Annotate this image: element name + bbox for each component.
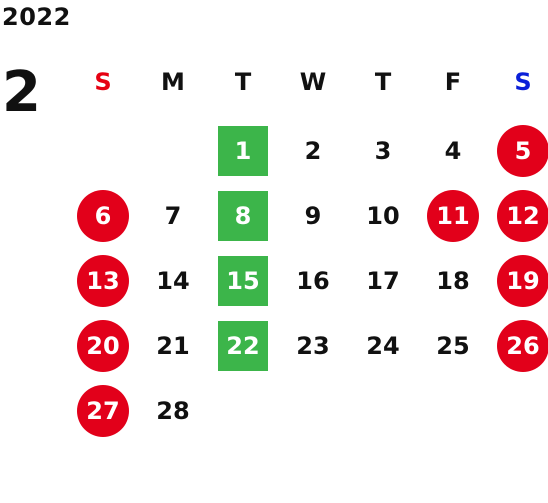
calendar-day[interactable]: 12	[488, 183, 548, 248]
day-number: 22	[218, 320, 268, 371]
day-number: 2	[304, 136, 322, 165]
calendar-day[interactable]: 8	[208, 183, 278, 248]
weekday-sunday: S	[94, 68, 112, 96]
day-number: 17	[366, 266, 400, 295]
day-number: 26	[497, 319, 548, 372]
day-number: 7	[164, 201, 182, 230]
day-number: 12	[497, 189, 548, 242]
day-number: 13	[77, 254, 129, 307]
year-label: 2022	[2, 3, 71, 31]
day-number: 28	[156, 396, 190, 425]
calendar-day[interactable]: 3	[348, 118, 418, 183]
calendar-day[interactable]: 21	[138, 313, 208, 378]
calendar-day[interactable]: 20	[68, 313, 138, 378]
day-number: 5	[497, 124, 548, 177]
calendar-day[interactable]: 10	[348, 183, 418, 248]
weekday-header-row: S M T W T F S	[68, 62, 548, 102]
calendar-day[interactable]: 1	[208, 118, 278, 183]
calendar-day[interactable]: 28	[138, 378, 208, 443]
month-number: 2	[2, 60, 41, 125]
calendar-day[interactable]: 15	[208, 248, 278, 313]
day-number: 21	[156, 331, 190, 360]
calendar-day[interactable]: 11	[418, 183, 488, 248]
calendar-day[interactable]: 6	[68, 183, 138, 248]
calendar-day[interactable]: 16	[278, 248, 348, 313]
weekday-wednesday: W	[299, 68, 327, 96]
calendar-day[interactable]: 26	[488, 313, 548, 378]
day-number: 9	[304, 201, 322, 230]
day-number: 20	[77, 319, 129, 372]
calendar-day[interactable]: 9	[278, 183, 348, 248]
day-number: 23	[296, 331, 330, 360]
calendar-day[interactable]: 4	[418, 118, 488, 183]
calendar-day[interactable]: 23	[278, 313, 348, 378]
day-number: 4	[444, 136, 462, 165]
calendar-day[interactable]: 14	[138, 248, 208, 313]
day-number: 16	[296, 266, 330, 295]
calendar-day[interactable]: 24	[348, 313, 418, 378]
day-number: 1	[218, 125, 268, 176]
day-number: 10	[366, 201, 400, 230]
calendar-day[interactable]: 22	[208, 313, 278, 378]
day-number: 8	[218, 190, 268, 241]
weekday-monday: M	[161, 68, 185, 96]
day-number: 25	[436, 331, 470, 360]
calendar-day[interactable]: 27	[68, 378, 138, 443]
calendar-day[interactable]: 17	[348, 248, 418, 313]
day-number: 3	[374, 136, 392, 165]
calendar-day[interactable]: 5	[488, 118, 548, 183]
day-number: 19	[497, 254, 548, 307]
calendar-day[interactable]: 2	[278, 118, 348, 183]
day-number: 14	[156, 266, 190, 295]
day-number: 24	[366, 331, 400, 360]
calendar-day[interactable]: 25	[418, 313, 488, 378]
calendar-day[interactable]: 7	[138, 183, 208, 248]
day-number: 15	[218, 255, 268, 306]
day-number: 18	[436, 266, 470, 295]
weekday-thursday: T	[374, 68, 392, 96]
day-number: 11	[427, 189, 479, 242]
calendar-day[interactable]: 18	[418, 248, 488, 313]
day-number: 6	[77, 189, 129, 242]
weekday-friday: F	[444, 68, 462, 96]
weekday-saturday: S	[514, 68, 532, 96]
day-number: 27	[77, 384, 129, 437]
calendar-day[interactable]: 19	[488, 248, 548, 313]
calendar-day[interactable]: 13	[68, 248, 138, 313]
weekday-tuesday: T	[234, 68, 252, 96]
